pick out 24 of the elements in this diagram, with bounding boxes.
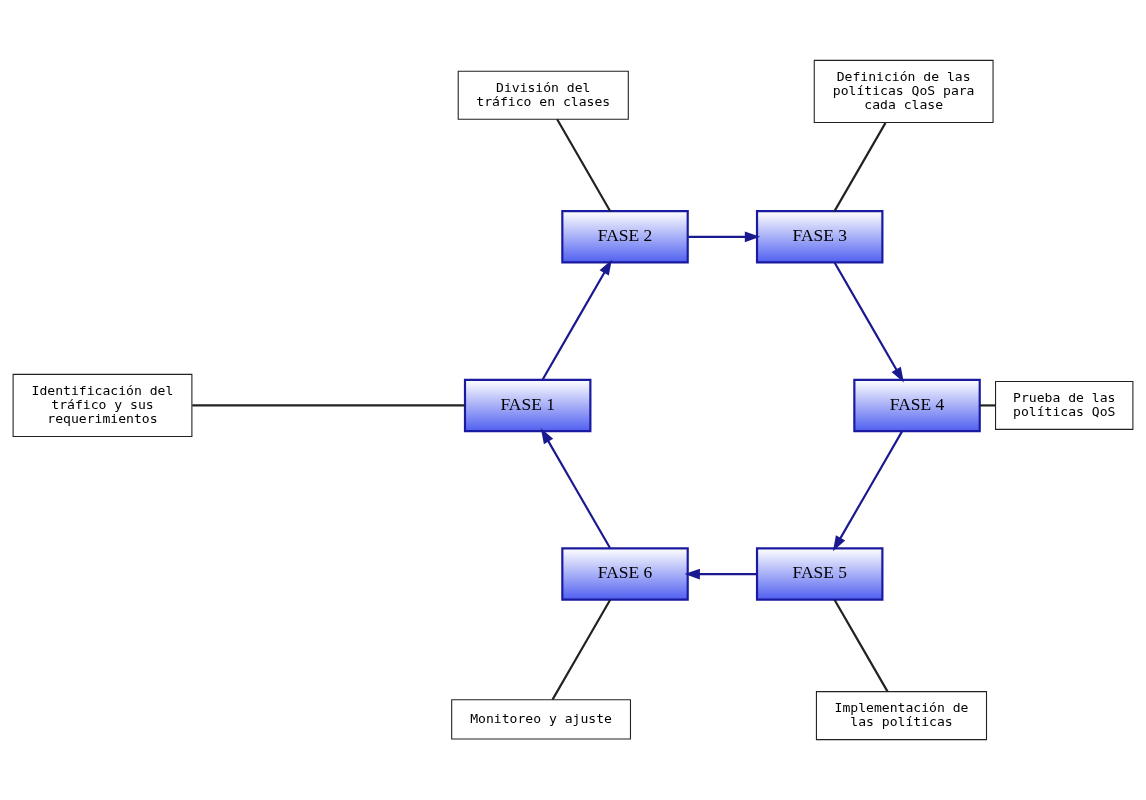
arrow xyxy=(540,428,611,549)
node-box: FASE 5 xyxy=(755,547,884,601)
arrow xyxy=(541,259,612,380)
arrow xyxy=(688,231,761,243)
node-box: Monitoreo y ajuste xyxy=(451,699,632,740)
node-box: FASE 2 xyxy=(561,210,689,264)
node-box: Implementación de las políticas xyxy=(815,691,988,741)
node-box: FASE 3 xyxy=(755,210,884,264)
node-box: FASE 4 xyxy=(853,378,981,433)
connector xyxy=(833,599,889,693)
node-box: FASE 1 xyxy=(463,378,592,433)
connector xyxy=(556,118,612,212)
arrow xyxy=(833,262,904,383)
connector xyxy=(551,599,612,701)
node-box: Prueba de las políticas QoS xyxy=(995,380,1134,430)
node-box: Identificación del tráfico y sus requerimientos xyxy=(12,373,193,438)
arrow xyxy=(832,430,903,552)
connector xyxy=(192,404,465,407)
connector xyxy=(833,122,887,212)
node-box: FASE 6 xyxy=(561,547,689,601)
node-box: División del tráfico en clases xyxy=(457,70,629,120)
arrow xyxy=(684,568,757,580)
connector xyxy=(979,404,996,407)
node-box: Definición de las políticas QoS para cada clase xyxy=(813,59,994,124)
